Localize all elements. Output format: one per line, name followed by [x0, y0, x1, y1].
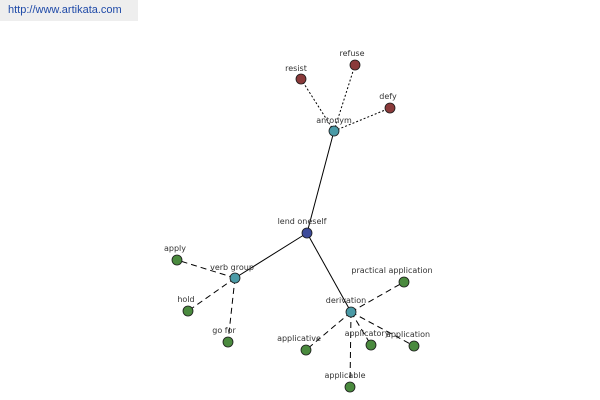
node-apply[interactable]	[171, 254, 183, 266]
node-verb-group-hub[interactable]	[229, 272, 241, 284]
node-refuse[interactable]	[349, 59, 361, 71]
edge-root-antonym	[306, 130, 335, 234]
node-derivation-hub[interactable]	[345, 306, 357, 318]
node-root[interactable]	[301, 227, 313, 239]
edge-root-verb-group	[234, 232, 308, 279]
label-applicatory: applicatory	[345, 329, 390, 338]
label-apply: apply	[164, 244, 186, 253]
label-verb-group-hub: verb group	[210, 263, 254, 272]
edge-verb-group-apply	[176, 259, 236, 279]
edge-verb-group-hold	[187, 277, 236, 312]
edge-root-derivation	[306, 232, 352, 313]
node-hold[interactable]	[182, 305, 194, 317]
label-resist: resist	[285, 64, 307, 73]
label-go-for: go for	[212, 326, 236, 335]
node-applicatory[interactable]	[365, 339, 377, 351]
label-refuse: refuse	[339, 49, 364, 58]
node-go-for[interactable]	[222, 336, 234, 348]
edge-verb-group-go-for	[227, 277, 236, 343]
label-derivation-hub: derivation	[326, 296, 366, 305]
label-practical-application: practical application	[351, 266, 432, 275]
label-applicable: applicable	[324, 371, 365, 380]
label-antonym-hub: antonym	[316, 116, 352, 125]
node-antonym-hub[interactable]	[328, 125, 340, 137]
edge-derivation-applicatory	[350, 311, 372, 346]
node-applicative[interactable]	[300, 344, 312, 356]
node-resist[interactable]	[295, 73, 307, 85]
node-practical-application[interactable]	[398, 276, 410, 288]
edge-derivation-practical-application	[350, 281, 405, 313]
label-defy: defy	[379, 92, 397, 101]
label-application: application	[386, 330, 430, 339]
label-root: lend oneself	[278, 217, 327, 226]
site-url-banner[interactable]: http://www.artikata.com	[0, 0, 138, 21]
label-hold: hold	[177, 295, 194, 304]
edge-antonym-refuse	[333, 64, 356, 132]
node-applicable[interactable]	[344, 381, 356, 393]
label-applicative: applicative	[277, 334, 321, 343]
edge-derivation-applicable	[349, 311, 352, 388]
node-defy[interactable]	[384, 102, 396, 114]
node-application[interactable]	[408, 340, 420, 352]
edge-derivation-application	[350, 311, 415, 347]
